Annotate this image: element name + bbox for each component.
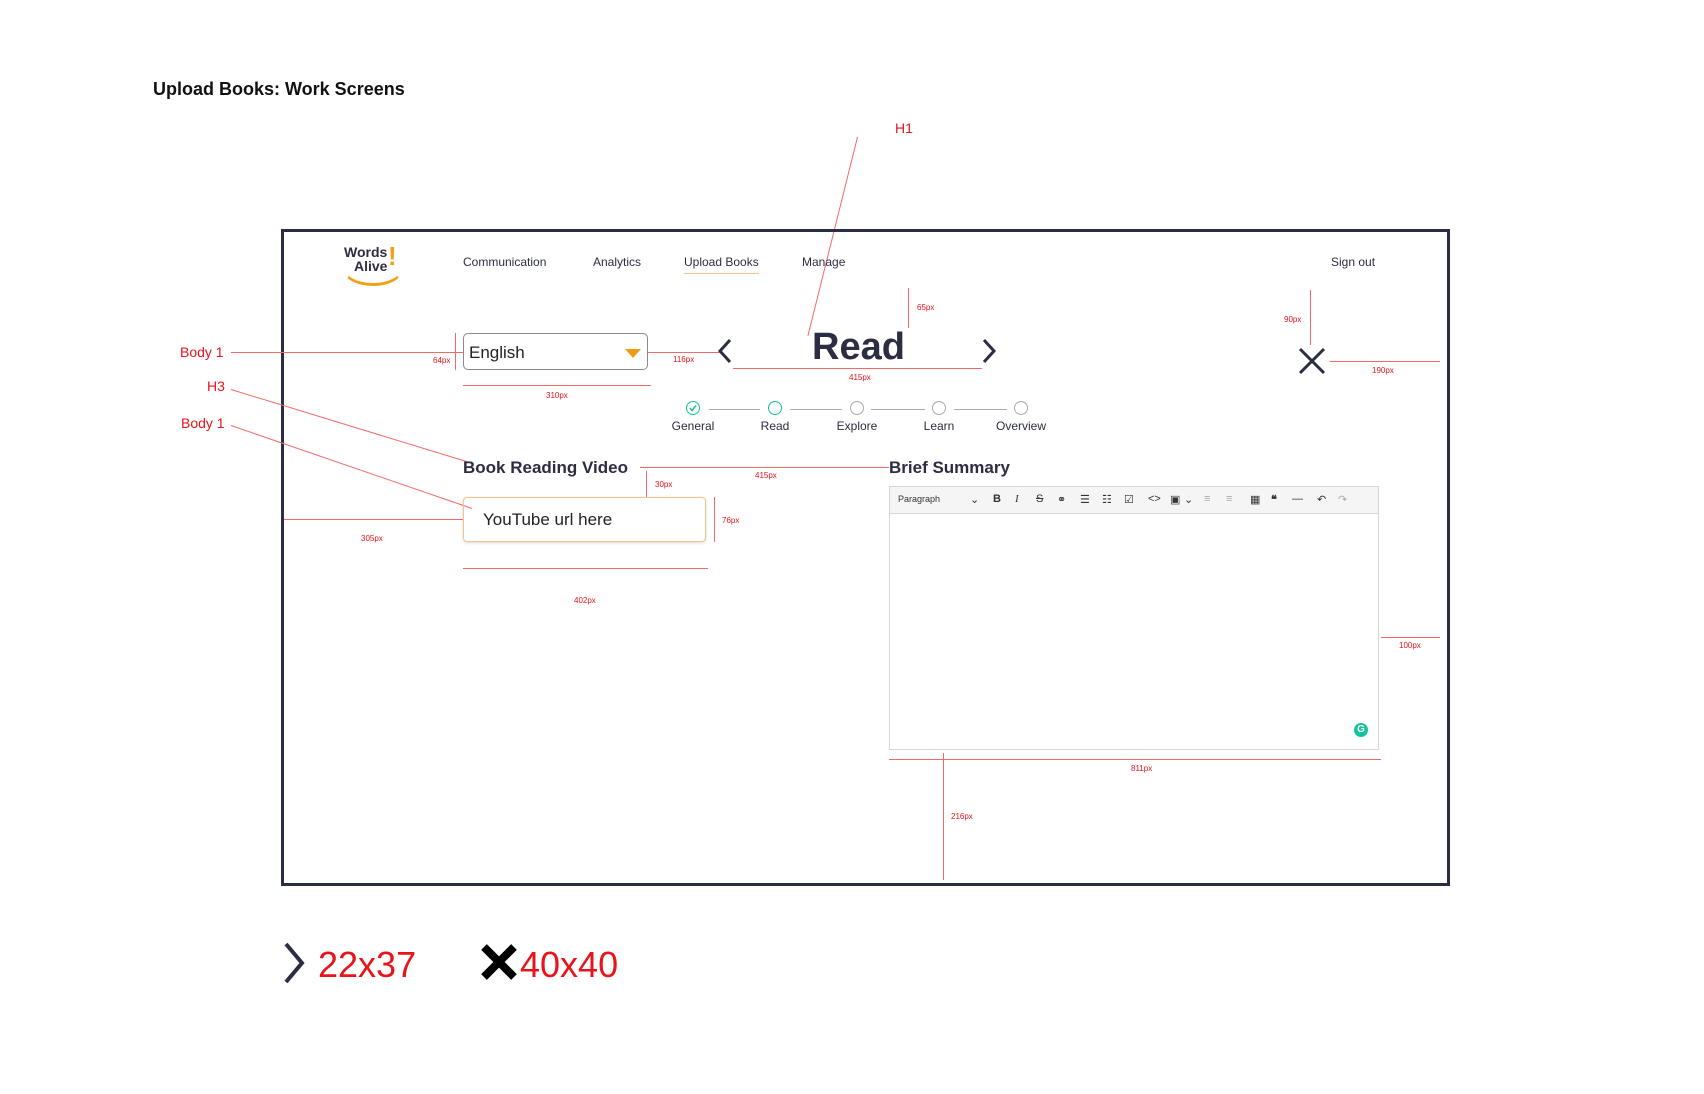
dim-label: 415px [849,373,871,382]
step-label-learn: Learn [923,419,955,433]
step-connector [871,409,925,410]
logo-text-words: Words [344,244,388,260]
dim-label: 64px [433,356,451,365]
app-frame [281,229,1450,886]
dim-label: 76px [722,516,740,525]
nav-communication[interactable]: Communication [463,255,547,269]
youtube-url-placeholder: YouTube url here [483,510,613,529]
outdent-icon[interactable]: ≡ [1204,493,1211,505]
annotation-line [908,288,909,328]
dim-label: 30px [655,480,673,489]
annotation-line [1330,361,1440,362]
nav-analytics[interactable]: Analytics [593,255,642,269]
dim-label: 415px [755,471,777,480]
bulleted-list-icon[interactable]: ☰ [1080,494,1090,506]
annotation-h1: H1 [895,120,913,136]
section-heading: Read [812,326,905,368]
dim-label: 811px [1131,764,1153,773]
todo-list-icon[interactable]: ☑ [1124,494,1134,506]
annotation-body1: Body 1 [181,415,225,431]
step-connector [709,409,760,410]
annotation-body1: Body 1 [180,344,224,360]
step-connector [790,409,842,410]
annotation-line [640,467,889,468]
annotation-h3: H3 [207,378,225,394]
dim-label: 116px [673,355,695,364]
bold-icon[interactable]: B [993,493,1001,505]
redo-icon[interactable]: ↷ [1338,494,1348,506]
dim-label: 100px [1399,641,1421,650]
step-label-explore: Explore [836,419,878,433]
dim-label: 90px [1284,315,1302,324]
step-connector [954,409,1007,410]
indent-icon[interactable]: ≡ [1226,493,1233,505]
annotation-line [1310,290,1311,345]
grammarly-icon[interactable]: G [1354,723,1368,737]
annotation-line [284,519,463,520]
sign-out-link[interactable]: Sign out [1331,255,1376,269]
annotation-line [1381,637,1440,638]
annotation-line [463,568,708,569]
youtube-url-input[interactable]: YouTube url here [463,497,706,542]
caret-down-icon [625,349,641,358]
step-read-circle-icon[interactable] [768,401,782,415]
chevron-right-icon [284,942,305,984]
paragraph-style-dropdown[interactable]: Paragraph [898,494,941,504]
italic-icon[interactable]: I [1015,493,1019,505]
strikethrough-icon[interactable]: S [1036,493,1044,505]
chevron-right-icon[interactable] [982,338,996,364]
close-icon[interactable] [1298,347,1326,375]
chevron-left-icon[interactable] [718,338,732,364]
dim-label: 305px [361,534,383,543]
step-explore-circle-icon[interactable] [850,401,864,415]
video-section-title: Book Reading Video [463,458,628,477]
step-learn-circle-icon[interactable] [932,401,946,415]
step-overview-circle-icon[interactable] [1014,401,1028,415]
step-label-overview: Overview [995,419,1046,433]
link-icon[interactable]: ⚭ [1057,494,1067,506]
chevron-size-label: 22x37 [318,944,417,985]
undo-icon[interactable]: ↶ [1317,494,1327,506]
dim-label: 310px [546,391,568,400]
chevron-down-icon[interactable]: ⌄ [970,494,980,506]
horizontal-line-icon[interactable]: — [1292,493,1303,505]
dim-label: 65px [917,303,935,312]
annotation-line [943,753,944,880]
editor-toolbar: Paragraph ⌄ B I S ⚭ ☰ ☷ ☑ <> ▣ ⌄ ≡ ≡ ▦ ❝… [890,487,1378,514]
code-block-icon[interactable]: ▣ [1170,494,1181,506]
annotation-line [648,352,721,353]
step-general-check-icon[interactable] [686,401,700,415]
annotation-line [733,368,982,369]
logo-arc [342,249,404,286]
page-title: Upload Books: Work Screens [153,79,405,99]
nav-manage[interactable]: Manage [802,255,846,269]
dim-label: 402px [574,596,596,605]
dim-label: 190px [1372,366,1394,375]
numbered-list-icon[interactable]: ☷ [1102,494,1112,506]
step-label-read: Read [760,419,790,433]
language-value: English [469,343,525,362]
words-alive-logo[interactable]: Words Alive ! [340,241,404,287]
annotation-line [646,471,647,497]
summary-rich-text-editor[interactable]: Paragraph ⌄ B I S ⚭ ☰ ☷ ☑ <> ▣ ⌄ ≡ ≡ ▦ ❝… [889,486,1379,750]
blockquote-icon[interactable]: ❝ [1271,494,1277,506]
chevron-down-icon[interactable]: ⌄ [1184,494,1194,506]
logo-text-alive: Alive [354,258,388,274]
annotation-line [231,352,463,353]
annotation-line [714,497,715,542]
annotation-line [463,385,651,386]
language-select[interactable]: English [463,333,648,370]
logo-exclamation: ! [388,241,397,271]
step-label-general: General [671,419,715,433]
summary-section-title: Brief Summary [889,458,1010,477]
code-icon[interactable]: <> [1148,493,1161,505]
annotation-line [889,759,1381,760]
annotation-line [455,333,456,370]
dim-label: 216px [951,812,973,821]
nav-upload-books[interactable]: Upload Books [684,255,759,274]
close-icon [481,944,517,980]
image-icon[interactable]: ▦ [1250,494,1261,506]
close-size-label: 40x40 [520,944,619,985]
